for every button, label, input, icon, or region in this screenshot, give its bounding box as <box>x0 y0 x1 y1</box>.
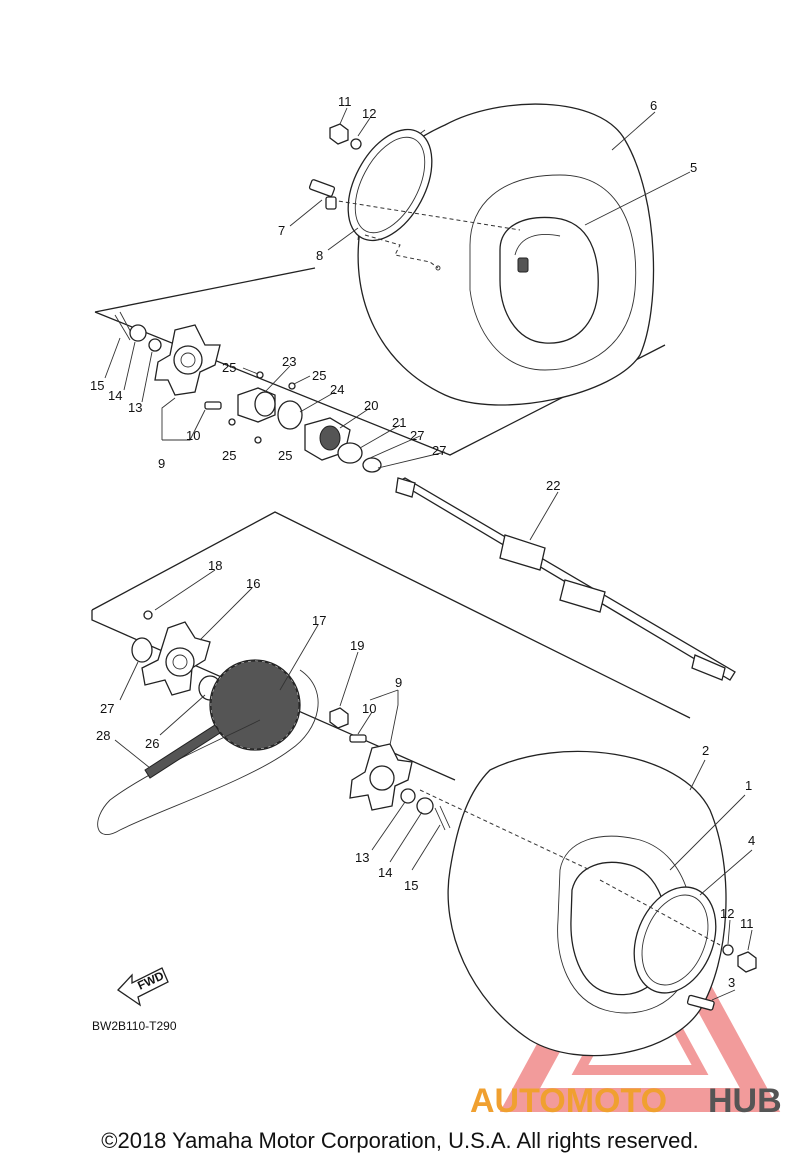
nut-upper <box>329 123 362 150</box>
part-label-19: 19 <box>350 638 364 653</box>
part-label-28: 28 <box>96 728 110 743</box>
part-label-9-upper: 9 <box>158 456 165 471</box>
part-label-13-lower: 13 <box>355 850 369 865</box>
part-label-14-lower: 14 <box>378 865 392 880</box>
o-ring <box>131 637 153 663</box>
upper-tire <box>357 103 655 406</box>
part-label-8: 8 <box>316 248 323 263</box>
copyright-notice: ©2018 Yamaha Motor Corporation, U.S.A. A… <box>101 1128 699 1153</box>
bearing <box>337 442 363 464</box>
rear-axle <box>395 477 736 681</box>
part-label-11-upper: 11 <box>338 94 352 109</box>
part-label-25-d: 25 <box>278 448 292 463</box>
part-label-25-c: 25 <box>222 448 236 463</box>
screw-a <box>256 371 264 379</box>
sprocket-hub <box>141 621 211 696</box>
drive-chain <box>144 724 221 779</box>
part-label-25-a: 25 <box>222 360 236 375</box>
fwd-arrow: FWD <box>117 967 169 1007</box>
part-label-4: 4 <box>748 833 755 848</box>
part-label-9-lower: 9 <box>395 675 402 690</box>
part-label-27-b: 27 <box>432 443 446 458</box>
lower-assembly-frame <box>91 511 691 781</box>
part-label-27-c: 27 <box>100 701 114 716</box>
castle-nut-lower <box>416 797 434 815</box>
washer-lower <box>400 788 416 804</box>
part-label-17: 17 <box>312 613 326 628</box>
sprocket <box>209 659 301 751</box>
screw-b <box>288 382 296 390</box>
part-label-5: 5 <box>690 160 697 175</box>
watermark-text-hub: HUB <box>708 1082 782 1120</box>
part-label-10-lower: 10 <box>362 701 376 716</box>
watermark-text-automoto: AUTOMOTO <box>470 1082 667 1120</box>
part-label-1: 1 <box>745 778 752 793</box>
washer-upper <box>148 338 162 352</box>
watermark: AUTOMOTO HUB <box>470 1082 782 1120</box>
part-label-15-lower: 15 <box>404 878 418 893</box>
part-label-25-b: 25 <box>312 368 326 383</box>
screw-c <box>228 418 236 426</box>
diagram-code: BW2B110-T290 <box>92 1019 177 1033</box>
screw-d <box>254 436 262 444</box>
washer-lower-12 <box>722 944 734 956</box>
bolt-upper <box>204 401 222 410</box>
part-label-11-lower: 11 <box>740 916 754 931</box>
cotter-pin-lower <box>434 805 451 831</box>
part-label-18: 18 <box>208 558 222 573</box>
valve-stem-upper <box>308 179 337 210</box>
upper-hub <box>154 324 221 396</box>
nut-19 <box>329 707 349 729</box>
bolt-18 <box>143 610 153 620</box>
lower-hub <box>349 743 413 811</box>
part-label-27-a: 27 <box>410 428 424 443</box>
part-label-7: 7 <box>278 223 285 238</box>
part-label-13-upper: 13 <box>128 400 142 415</box>
part-label-6: 6 <box>650 98 657 113</box>
valve-stem-lower <box>686 994 715 1011</box>
part-label-23: 23 <box>282 354 296 369</box>
part-label-22: 22 <box>546 478 560 493</box>
part-label-24: 24 <box>330 382 344 397</box>
part-label-15-upper: 15 <box>90 378 104 393</box>
bolt-lower <box>349 734 367 743</box>
part-label-20: 20 <box>364 398 378 413</box>
part-label-2: 2 <box>702 743 709 758</box>
part-label-21: 21 <box>392 415 406 430</box>
oil-seal <box>277 400 303 430</box>
circlip-a <box>362 457 382 473</box>
part-label-14-upper: 14 <box>108 388 122 403</box>
bearing-housing <box>237 387 276 423</box>
part-label-12-upper: 12 <box>362 106 376 121</box>
castle-nut-upper <box>129 324 147 342</box>
leader-lines <box>104 107 753 1001</box>
part-label-10-upper: 10 <box>186 428 200 443</box>
part-label-16: 16 <box>246 576 260 591</box>
part-label-3: 3 <box>728 975 735 990</box>
part-label-26: 26 <box>145 736 159 751</box>
lower-rim-ring <box>633 886 717 994</box>
nut-lower-11 <box>737 951 757 973</box>
part-label-12-lower: 12 <box>720 906 734 921</box>
